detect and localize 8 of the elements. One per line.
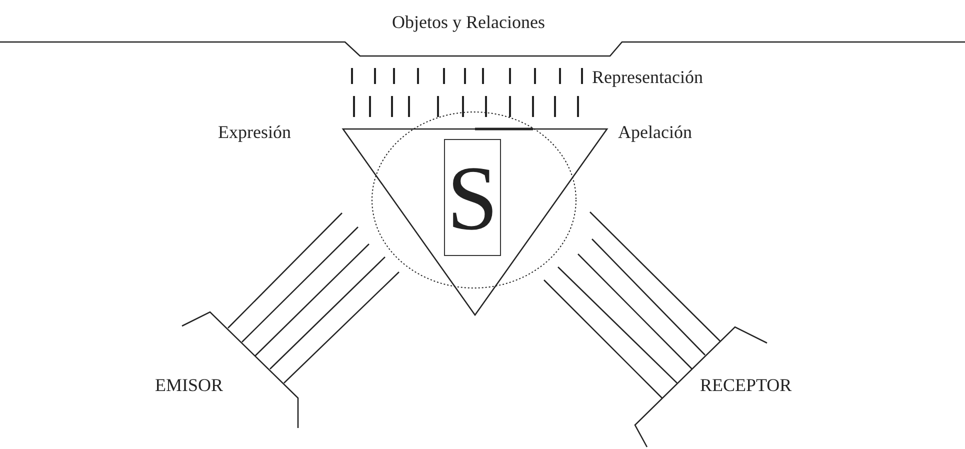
role-label: RECEPTOR	[700, 375, 792, 395]
function-label: Apelación	[618, 122, 692, 142]
function-label: Expresión	[218, 122, 291, 142]
sign-letter: S	[446, 152, 498, 244]
role-label: EMISOR	[155, 375, 224, 395]
function-label: Representación	[592, 67, 703, 87]
sign-box	[444, 139, 501, 256]
title-label: Objetos y Relaciones	[392, 12, 545, 32]
